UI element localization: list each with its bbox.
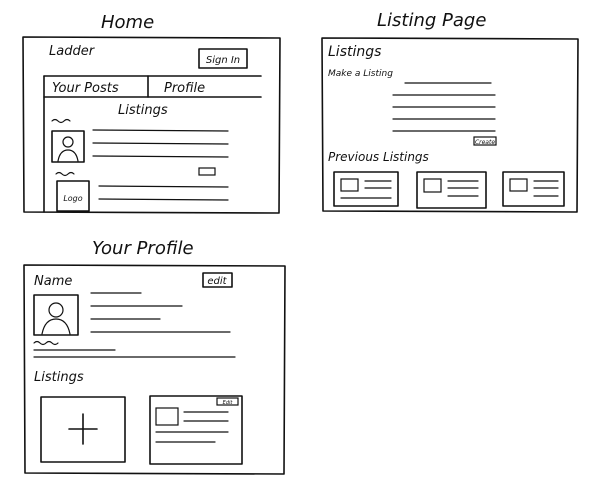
previous-listing-card[interactable] <box>333 171 399 207</box>
profile-listing-card[interactable]: Edit <box>149 395 243 465</box>
squiggle-text <box>33 340 59 346</box>
profile-frame: Name edit Listings Edit <box>23 264 286 475</box>
previous-listing-card[interactable] <box>502 171 565 207</box>
edit-profile-button[interactable]: edit <box>202 272 233 288</box>
listing-page-frame: Listings Make a Listing Create Previous … <box>321 37 579 213</box>
profile-title: Your Profile <box>92 238 194 259</box>
squiggle-text <box>55 171 75 177</box>
plus-icon <box>68 413 98 445</box>
small-button[interactable] <box>198 167 216 176</box>
logo-box <box>56 180 90 212</box>
add-listing-card[interactable] <box>40 396 126 463</box>
home-app-name: Ladder <box>49 44 96 59</box>
previous-listing-card[interactable] <box>416 171 487 209</box>
home-title: Home <box>101 12 154 33</box>
person-icon <box>51 130 85 163</box>
profile-listings-heading: Listings <box>34 370 84 385</box>
person-icon <box>33 294 79 336</box>
create-button[interactable]: Create <box>473 136 497 146</box>
previous-listings-heading: Previous Listings <box>328 150 429 164</box>
make-listing-label: Make a Listing <box>328 69 393 79</box>
text-line <box>98 198 229 201</box>
sign-in-label: Sign In <box>206 55 240 66</box>
listing-page-heading: Listings <box>328 44 381 60</box>
create-label: Create <box>475 139 495 146</box>
image-placeholder-icon <box>155 407 179 426</box>
listing-page-title: Listing Page <box>377 10 486 31</box>
text-line <box>92 129 229 132</box>
image-placeholder-icon <box>509 178 528 192</box>
card-edit-label: Edit <box>223 400 234 406</box>
text-line <box>92 142 229 145</box>
logo-label: Logo <box>63 194 82 203</box>
edit-profile-label: edit <box>207 276 227 287</box>
text-line <box>98 185 229 188</box>
squiggle-text <box>51 118 71 124</box>
card-edit-button[interactable]: Edit <box>216 397 239 406</box>
profile-name-label: Name <box>34 274 72 289</box>
home-frame: Ladder Sign In Your Posts Profile Listin… <box>22 36 281 214</box>
image-placeholder-icon <box>423 178 442 193</box>
image-placeholder-icon <box>340 178 359 192</box>
home-listings-heading: Listings <box>118 103 168 118</box>
text-line <box>92 155 229 158</box>
tab-your-posts[interactable]: Your Posts <box>52 81 119 96</box>
sign-in-button[interactable]: Sign In <box>198 48 248 69</box>
tab-profile[interactable]: Profile <box>164 81 205 96</box>
